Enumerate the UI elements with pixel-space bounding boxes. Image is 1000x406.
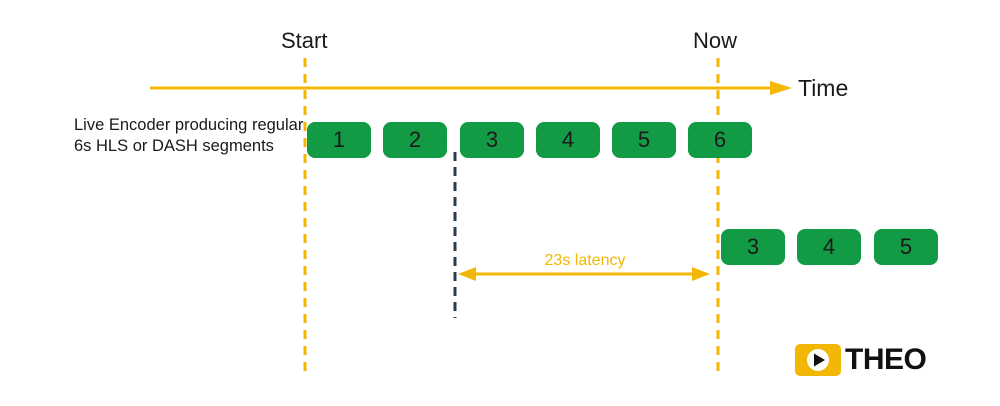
- latency-arrow-right-head: [692, 267, 710, 281]
- start-label: Start: [281, 28, 328, 53]
- now-label: Now: [693, 28, 738, 53]
- encoder-segment: 2: [383, 122, 447, 158]
- time-label: Time: [798, 75, 849, 101]
- latency-label: 23s latency: [544, 252, 626, 269]
- time-axis-arrowhead: [770, 81, 792, 95]
- encoder-segment: 6: [688, 122, 752, 158]
- encoder-segment: 3: [460, 122, 524, 158]
- logo-wordmark: THEO: [845, 343, 927, 376]
- encoder-segment: 1: [307, 122, 371, 158]
- player-segment: 4: [797, 229, 861, 265]
- encoder-segment: 4: [536, 122, 600, 158]
- player-segment: 5: [874, 229, 938, 265]
- theo-logo: THEO: [795, 343, 927, 376]
- latency-arrow-left-head: [458, 267, 476, 281]
- encoder-segment: 5: [612, 122, 676, 158]
- encoder-label: Live Encoder producing regular 6s HLS or…: [74, 116, 304, 155]
- play-icon: [795, 344, 841, 376]
- player-segment: 3: [721, 229, 785, 265]
